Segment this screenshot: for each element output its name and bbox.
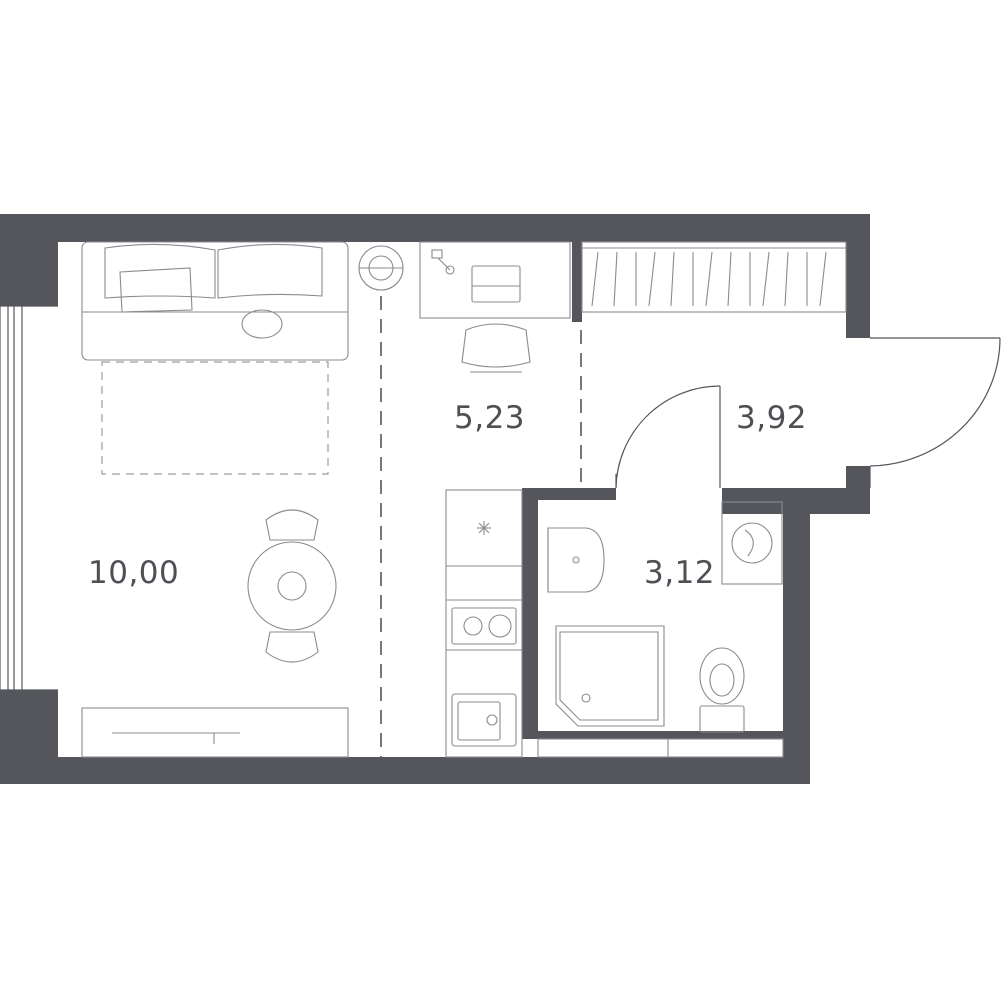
dining-table-icon xyxy=(247,509,337,663)
wardrobe-hanger xyxy=(591,251,599,307)
window xyxy=(0,305,58,691)
tv-stand-icon xyxy=(81,707,349,758)
entrance-door xyxy=(869,337,1001,488)
room-area-living: 10,00 xyxy=(88,555,179,591)
room-area-kitchen: 5,23 xyxy=(454,400,525,436)
wardrobe-hanger xyxy=(819,251,827,307)
walls xyxy=(0,214,870,784)
wardrobe-hanger xyxy=(727,251,732,307)
desk-icon xyxy=(419,241,571,319)
wardrobe-hanger xyxy=(613,251,618,307)
wardrobe-hanger xyxy=(762,251,770,307)
plant-icon xyxy=(358,245,404,291)
wardrobe-hanger xyxy=(648,251,656,307)
washbasin-icon xyxy=(547,527,605,593)
wardrobe-hanger xyxy=(784,251,789,307)
rug xyxy=(101,361,329,475)
sofa-icon xyxy=(81,241,349,361)
washing-machine-icon xyxy=(721,501,783,585)
sink-icon xyxy=(451,693,517,747)
room-area-bathroom: 3,12 xyxy=(644,555,715,591)
bathroom-threshold xyxy=(537,738,784,758)
bathroom-door xyxy=(615,385,721,489)
fridge-icon xyxy=(477,521,491,535)
wardrobe-hanger xyxy=(670,251,675,307)
wardrobe-icon xyxy=(581,241,847,313)
kitchen-counter xyxy=(445,489,523,758)
chair-icon xyxy=(461,323,531,373)
shower-tray-icon xyxy=(555,625,665,727)
wardrobe-hanger xyxy=(705,251,713,307)
room-area-hall: 3,92 xyxy=(736,400,807,436)
toilet-icon xyxy=(699,647,745,733)
stove-icon xyxy=(451,607,517,645)
